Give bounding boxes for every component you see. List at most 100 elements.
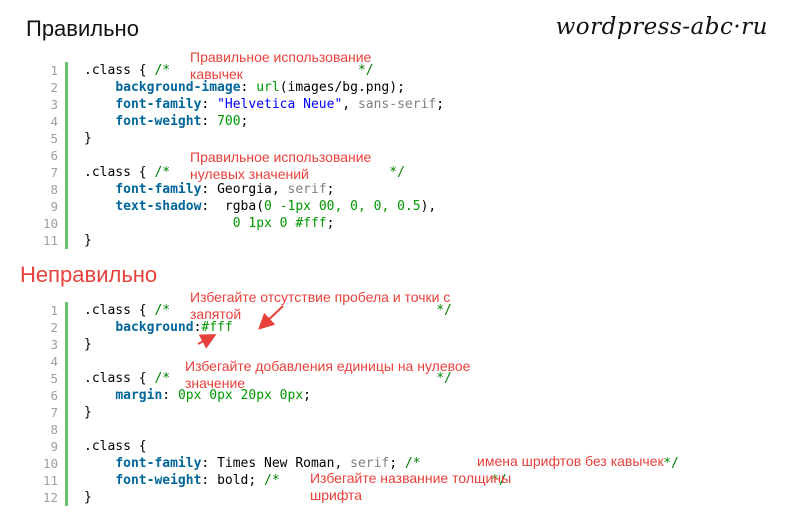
- punctuation: ),: [420, 199, 437, 214]
- css-value: 0 1px 0 #fff: [232, 216, 327, 231]
- comment-open: /*: [264, 473, 280, 488]
- indent: [84, 182, 115, 197]
- code-bar: [65, 302, 68, 506]
- code-line: font-weight: bold; /* */: [84, 472, 679, 489]
- indent: [84, 473, 115, 488]
- line-number: 5: [50, 371, 58, 386]
- css-property: text-shadow: [115, 199, 202, 214]
- line-number: 10: [42, 216, 58, 231]
- indent: [84, 216, 233, 231]
- css-property: font-family: [115, 182, 202, 197]
- line-number: 11: [42, 473, 58, 488]
- generic-font: serif: [350, 456, 390, 471]
- note-zero-values: Правильное использование нулевых значени…: [190, 149, 372, 182]
- line-number: 7: [50, 165, 58, 180]
- line-number: 11: [42, 233, 58, 248]
- code-line: .class { /* */: [84, 62, 444, 79]
- css-value: 0 -1px 0: [264, 199, 327, 214]
- punctuation: ;: [326, 216, 335, 231]
- code-text: Times New Roman,: [217, 456, 351, 471]
- css-property: font-weight: [115, 473, 202, 488]
- code-line: .class { /* */: [84, 370, 679, 387]
- colon: :: [201, 473, 218, 488]
- code-text: bold;: [217, 473, 265, 488]
- code-line: .class { /* */: [84, 302, 679, 319]
- comment-close: */: [663, 456, 679, 471]
- code-text: Georgia,: [217, 182, 288, 197]
- line-number: 1: [50, 303, 58, 318]
- code-line: }: [84, 489, 679, 506]
- selector: .class {: [84, 303, 155, 318]
- indent: [84, 388, 115, 403]
- code-bar: [65, 62, 68, 249]
- code-text: rgba(: [217, 199, 265, 214]
- code-text: }: [84, 337, 92, 352]
- code-line: margin: 0px 0px 20px 0px;: [84, 387, 679, 404]
- indent: [84, 114, 115, 129]
- colon: :: [193, 320, 202, 335]
- code-line: }: [84, 130, 444, 147]
- line-number: 2: [50, 320, 58, 335]
- comment-open: /*: [154, 371, 171, 386]
- indent: [84, 320, 115, 335]
- indent: [84, 97, 115, 112]
- code-line: .class { /* */: [84, 164, 444, 181]
- line-number: 12: [42, 490, 58, 505]
- indent: [84, 456, 115, 471]
- line-number: 5: [50, 131, 58, 146]
- line-number: 2: [50, 80, 58, 95]
- css-value: 700: [217, 114, 241, 129]
- line-number: 10: [42, 456, 58, 471]
- comment-close: */: [436, 303, 452, 318]
- colon: :: [201, 114, 218, 129]
- css-string: "Helvetica Neue": [217, 97, 343, 112]
- css-value: #fff: [201, 320, 233, 335]
- code-text: .class {: [84, 439, 147, 454]
- generic-font: serif: [287, 182, 327, 197]
- line-number: 9: [50, 439, 58, 454]
- code-line: font-family: "Helvetica Neue", sans-seri…: [84, 96, 444, 113]
- colon: :: [201, 97, 218, 112]
- selector: .class {: [84, 165, 155, 180]
- line-number: 3: [50, 97, 58, 112]
- comment-open: /*: [154, 165, 171, 180]
- css-property: font-family: [115, 97, 202, 112]
- code-line: text-shadow: rgba(0 -1px 00, 0, 0, 0.5),: [84, 198, 444, 215]
- site-brand: wordpress-abc·ru: [555, 14, 768, 40]
- note-font-weight: Избегайте названние толщины шрифта: [310, 470, 512, 503]
- line-number: 4: [50, 114, 58, 129]
- punctuation: ;: [326, 182, 335, 197]
- comment-close: */: [357, 63, 374, 78]
- line-number: 7: [50, 405, 58, 420]
- line-number: 6: [50, 388, 58, 403]
- line-number: 8: [50, 182, 58, 197]
- code-line: }: [84, 404, 679, 421]
- line-number: 9: [50, 199, 58, 214]
- indent: [84, 199, 115, 214]
- line-number: 4: [50, 354, 58, 369]
- css-value: 0px 0px 20px 0px: [177, 388, 304, 403]
- line-number: 8: [50, 422, 58, 437]
- selector: .class {: [84, 371, 155, 386]
- code-line: font-family: Times New Roman, serif; /* …: [84, 455, 679, 472]
- css-value: url: [256, 80, 280, 95]
- code-line: 0 1px 0 #fff;: [84, 215, 444, 232]
- punctuation: ;: [303, 388, 311, 403]
- selector: .class {: [84, 63, 155, 78]
- code-text: ,: [342, 97, 358, 112]
- code-lines: .class { /* */ background:#fff} .class { …: [84, 302, 679, 506]
- note-font-names: имена шрифтов без кавычек: [477, 453, 664, 469]
- code-line: background:#fff: [84, 319, 679, 336]
- colon: :: [201, 456, 218, 471]
- code-line: background-image: url(images/bg.png);: [84, 79, 444, 96]
- comment-close: */: [436, 371, 452, 386]
- comment-open: /*: [154, 303, 171, 318]
- css-property: margin: [115, 388, 163, 403]
- line-number: 3: [50, 337, 58, 352]
- code-line: .class {: [84, 438, 679, 455]
- code-line: }: [84, 232, 444, 249]
- code-text: }: [84, 131, 92, 146]
